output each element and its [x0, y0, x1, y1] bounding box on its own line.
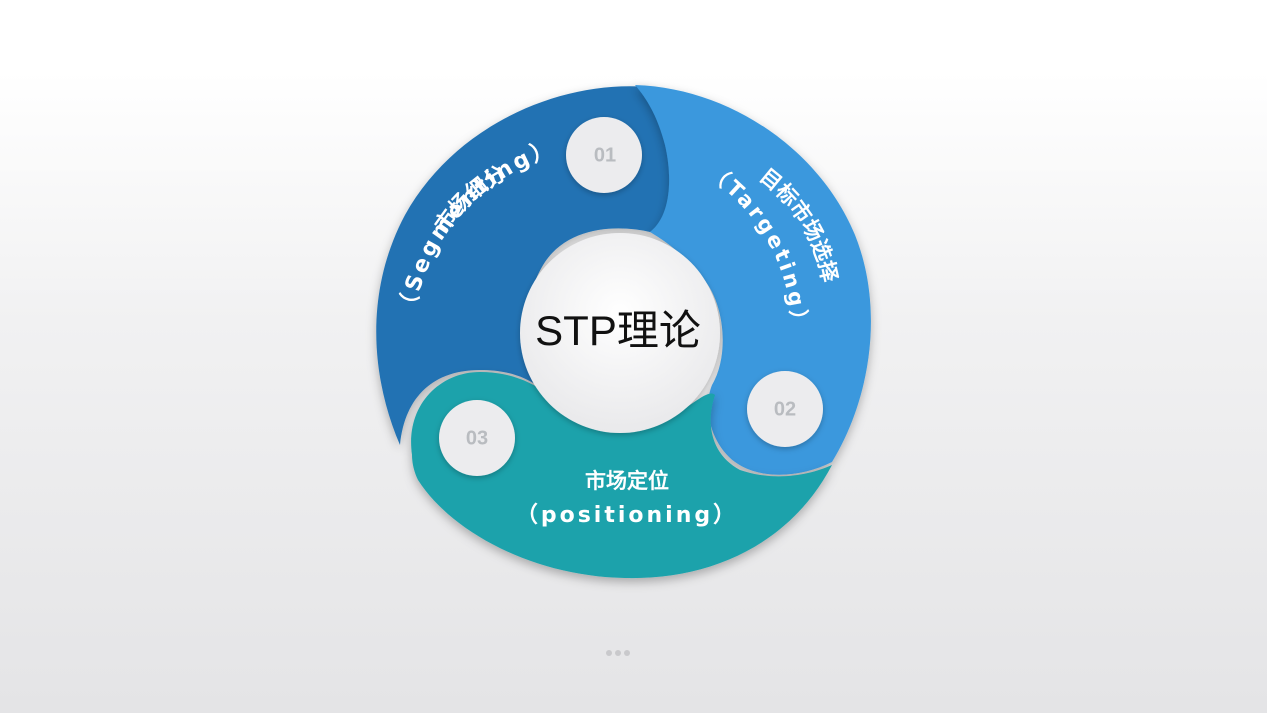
badge-02: 02 [747, 371, 823, 447]
badge-02-number: 02 [774, 398, 796, 420]
pager-dot[interactable] [624, 650, 630, 656]
center-circle [520, 233, 720, 433]
segment-positioning-subtitle: （positioning） [516, 503, 738, 528]
badge-03: 03 [439, 400, 515, 476]
badge-01-number: 01 [594, 144, 616, 166]
segment-positioning-shape [411, 372, 832, 579]
pager-dot[interactable] [615, 650, 621, 656]
badge-03-number: 03 [466, 427, 488, 449]
segment-positioning [411, 372, 832, 579]
segment-positioning-title: 市场定位 [585, 469, 669, 493]
pager-dot[interactable] [606, 650, 612, 656]
center-title: STP理论 [535, 307, 701, 354]
segment-targeting-shape [635, 85, 871, 475]
pager[interactable] [606, 650, 630, 656]
segment-targeting [635, 85, 871, 475]
badge-01: 01 [566, 117, 642, 193]
